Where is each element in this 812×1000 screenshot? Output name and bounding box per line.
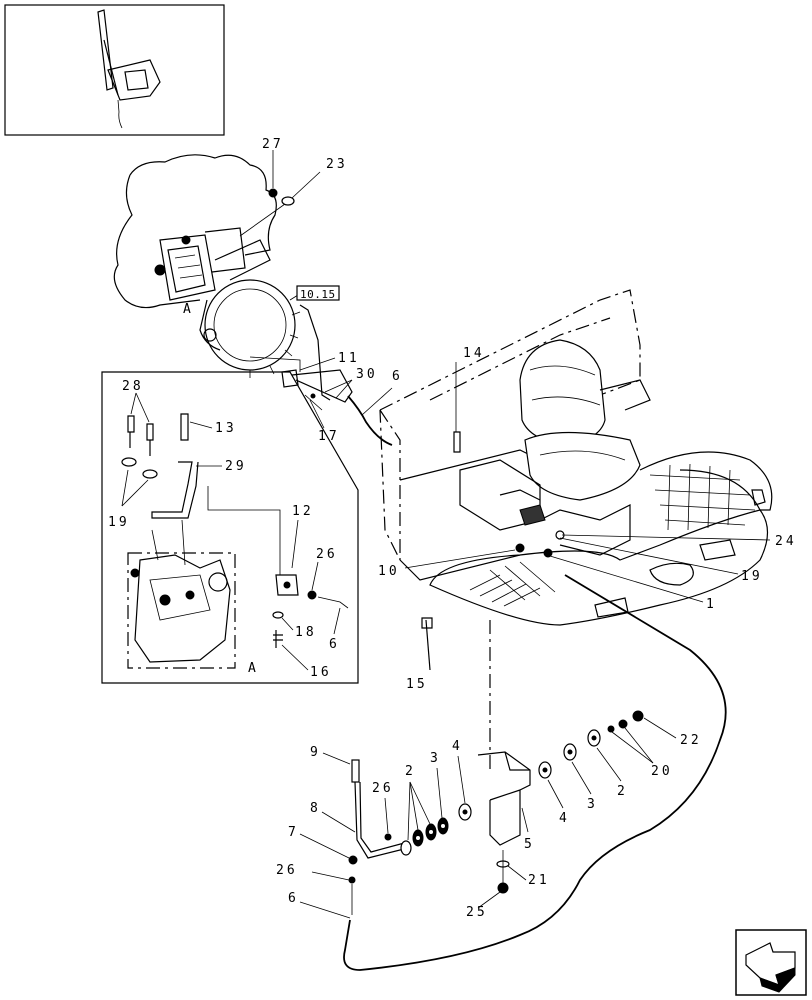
callout-27: 27: [262, 137, 284, 152]
callout-16: 16: [310, 665, 332, 680]
callouts-top: 27 23 11 30 6 17 14: [239, 137, 485, 453]
detail-a-panel: 28 13 29 19 12 26 6 18 16: [101, 371, 359, 684]
callout-23: 23: [326, 157, 348, 172]
callout-6-bottom: 6: [288, 891, 299, 906]
view-a-label-top: A: [183, 302, 194, 317]
callout-28: 28: [122, 379, 144, 394]
callout-3-right: 3: [587, 797, 598, 812]
callout-10: 10: [378, 564, 400, 579]
callout-18: 18: [295, 625, 317, 640]
callout-24: 24: [775, 534, 797, 549]
callout-4-left: 4: [452, 739, 463, 754]
callout-15: 15: [406, 677, 428, 692]
reference-box: 10.15: [296, 285, 340, 301]
callout-2-left: 2: [405, 764, 416, 779]
view-a-label-detail: A: [248, 661, 259, 676]
callout-6-top: 6: [392, 369, 403, 384]
callout-21: 21: [528, 873, 550, 888]
callout-2-right: 2: [617, 784, 628, 799]
callouts-platform: 10 15 24 19 1: [378, 534, 797, 692]
next-page-arrow-icon[interactable]: [735, 929, 807, 996]
callout-26-detail: 26: [316, 547, 338, 562]
callout-25: 25: [466, 905, 488, 920]
callout-11: 11: [338, 351, 360, 366]
callout-9: 9: [310, 745, 321, 760]
callout-12: 12: [292, 504, 314, 519]
callout-5: 5: [524, 837, 535, 852]
reference-label: 10.15: [300, 288, 336, 301]
callout-14: 14: [463, 346, 485, 361]
callouts-lever: 9 26 2 3 4 8 7 26 6 25 21 5 4 3 2 22 20: [276, 717, 702, 920]
callout-17: 17: [318, 429, 340, 444]
inset-thumbnail: [4, 4, 225, 136]
cable: [343, 574, 727, 971]
hand-lever-assembly: [348, 710, 644, 915]
callout-3-left: 3: [430, 751, 441, 766]
cab-platform: [379, 289, 773, 626]
callout-20: 20: [651, 764, 673, 779]
callout-19-platform: 19: [741, 569, 763, 584]
callout-26-bottom: 26: [276, 863, 298, 878]
callout-29: 29: [225, 459, 247, 474]
engine-assembly: [113, 154, 301, 378]
callout-6-detail: 6: [329, 637, 340, 652]
callout-22: 22: [680, 733, 702, 748]
callout-30: 30: [356, 367, 378, 382]
callout-26-lever: 26: [372, 781, 394, 796]
callout-8: 8: [310, 801, 321, 816]
throttle-linkage: [249, 304, 393, 446]
callout-13: 13: [215, 421, 237, 436]
callout-1: 1: [706, 597, 717, 612]
callout-7: 7: [288, 825, 299, 840]
callout-19-detail: 19: [108, 515, 130, 530]
callout-4-right: 4: [559, 811, 570, 826]
